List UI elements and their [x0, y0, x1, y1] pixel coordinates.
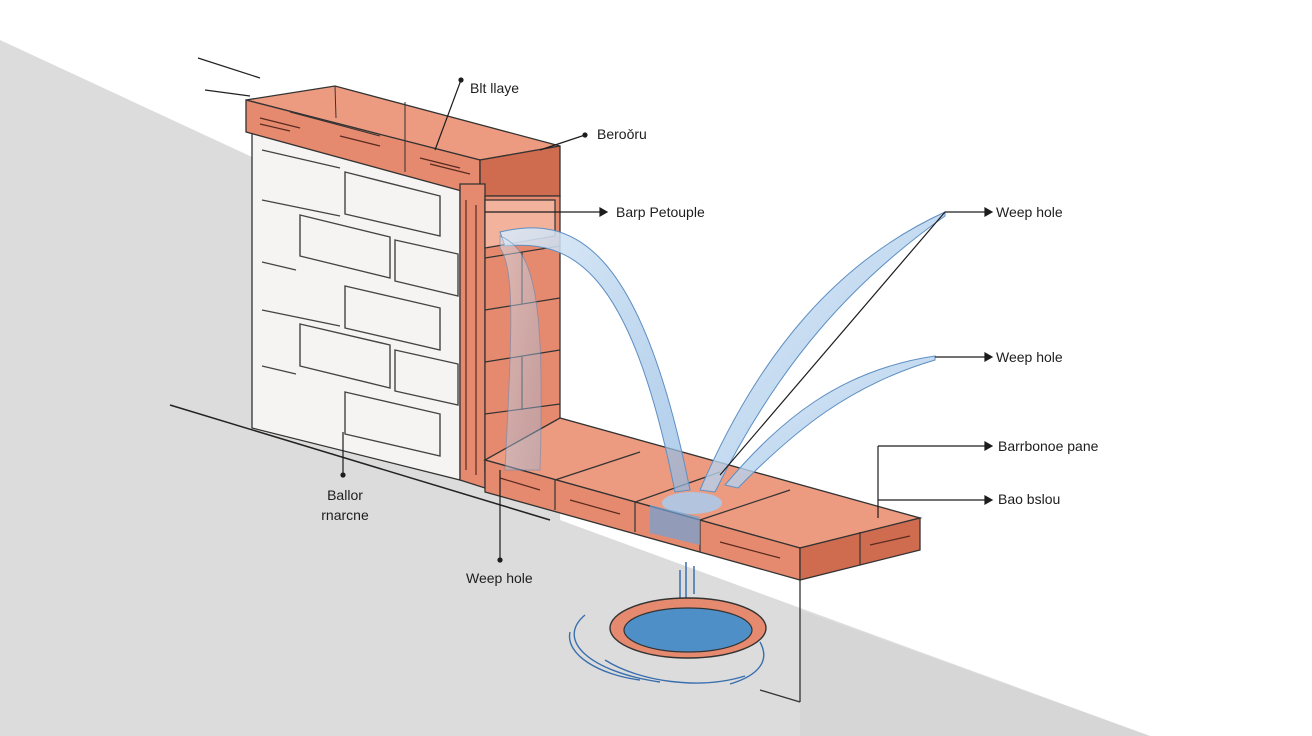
label-ballor-marcne-line2: rnarcne — [321, 507, 369, 523]
label-ballor-marcne: Ballor rnarcne — [300, 487, 390, 524]
label-bao-bslou: Bao bslou — [998, 491, 1061, 507]
foundation-edge-2 — [759, 689, 801, 703]
ground-edge-line — [169, 404, 551, 521]
label-weep-hole-top: Weep hole — [996, 204, 1063, 220]
label-ballor-marcne-line1: Ballor — [327, 487, 363, 503]
label-barrbonoe-pane: Barrbonoe pane — [998, 438, 1099, 454]
leader-lines — [340, 77, 994, 563]
label-weep-hole-bottom: Weep hole — [466, 570, 533, 586]
label-weep-hole-mid: Weep hole — [996, 349, 1063, 365]
brick-cap — [245, 85, 561, 197]
left-guide-line-2 — [204, 89, 251, 97]
label-barp-petouple: Barp Petouple — [616, 204, 705, 220]
block-wall-courses — [261, 149, 459, 457]
left-guide-line — [197, 57, 261, 79]
drain-pool — [568, 597, 767, 685]
ground-lower-right — [800, 610, 1150, 736]
label-bit-layer: Blt llaye — [470, 80, 520, 96]
label-berooru: Beroǒru — [597, 126, 647, 142]
water-flow — [499, 211, 946, 493]
